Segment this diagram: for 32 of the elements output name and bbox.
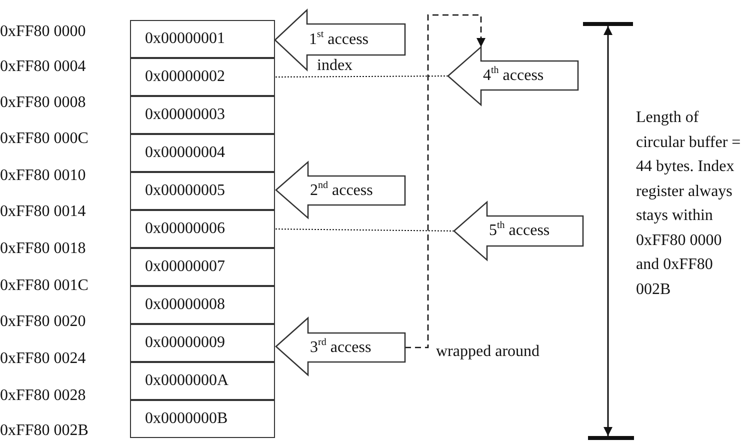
block-arrow: 4$^{th}$ access — [448, 47, 578, 105]
dotted-line — [274, 228, 454, 232]
memory-cell: 0x0000000B — [130, 400, 275, 438]
memory-cell: 0x00000008 — [130, 286, 275, 324]
address-label: 0xFF80 0008 — [0, 95, 86, 111]
memory-cell: 0x00000009 — [130, 324, 275, 362]
dotted-line — [274, 76, 448, 78]
address-label: 0xFF80 0024 — [0, 351, 86, 367]
block-arrow: 2$^{nd}$ access — [276, 162, 405, 218]
address-label: 0xFF80 001C — [0, 278, 88, 294]
edge-label: wrapped around — [436, 344, 540, 360]
address-label: 0xFF80 0000 — [0, 24, 86, 40]
memory-cell: 0x00000007 — [130, 248, 275, 286]
dashed-arrow — [405, 14, 486, 348]
address-label: 0xFF80 0014 — [0, 204, 86, 220]
memory-cell: 0x00000003 — [130, 96, 275, 134]
address-label: 0xFF80 000C — [0, 131, 88, 147]
block-arrow: 3$^{rd}$ access — [276, 318, 405, 375]
address-label: 0xFF80 0018 — [0, 241, 86, 257]
memory-cell: 0x00000002 — [130, 58, 275, 96]
block-arrow: 5$^{th}$ access — [454, 202, 583, 260]
memory-cell: 0x0000000A — [130, 362, 275, 400]
address-label: 0xFF80 0004 — [0, 59, 86, 75]
memory-cell: 0x00000005 — [130, 172, 275, 210]
memory-cell: 0x00000001 — [130, 20, 275, 58]
note-text: Length of circular buffer = 44 bytes. Index register always stays within 0xFF80 0000 and 0xFF80 002B — [636, 108, 742, 300]
address-label: 0xFF80 0028 — [0, 388, 86, 404]
memory-cell: 0x00000006 — [130, 210, 275, 248]
address-label: 0xFF80 002B — [0, 423, 88, 439]
memory-cell: 0x00000004 — [130, 134, 275, 172]
address-label: 0xFF80 0010 — [0, 168, 86, 184]
address-label: 0xFF80 0020 — [0, 314, 86, 330]
